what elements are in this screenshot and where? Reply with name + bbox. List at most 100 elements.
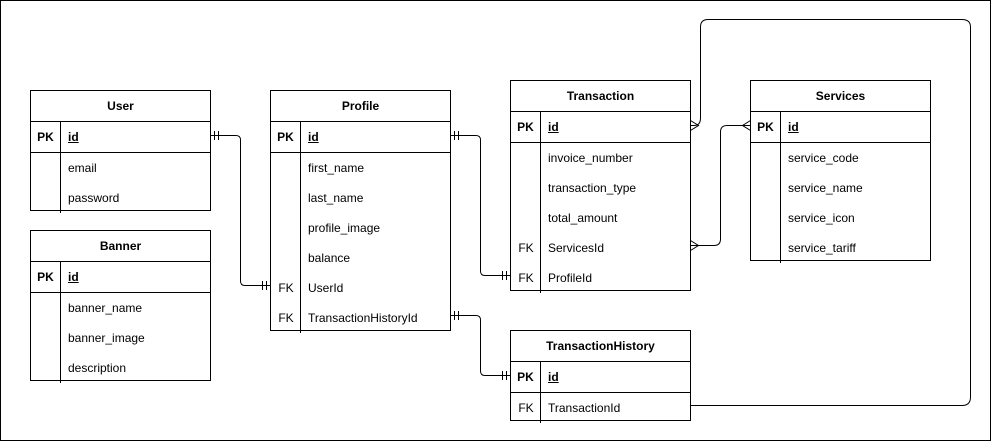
link-user-profile	[210, 135, 271, 286]
key-label: FK	[518, 241, 534, 255]
many-mark	[741, 120, 751, 131]
pk-row: PK id	[271, 122, 450, 153]
field-row: first_name	[271, 153, 450, 183]
key-label: FK	[278, 311, 294, 325]
key-label	[31, 353, 61, 383]
entity-user[interactable]: User PK id email password	[30, 90, 211, 213]
key-label	[751, 173, 781, 203]
entity-banner[interactable]: Banner PK id banner_name banner_image de…	[30, 230, 211, 383]
field-row: FK TransactionId	[511, 393, 690, 423]
link-profile-transaction	[450, 135, 511, 276]
key-label	[751, 233, 781, 263]
field-name: invoice_number	[548, 151, 633, 165]
key-label: FK	[518, 271, 534, 285]
key-label	[31, 153, 61, 183]
field-list: invoice_number transaction_type total_am…	[511, 143, 690, 293]
key-label	[271, 243, 301, 273]
key-label: PK	[271, 122, 301, 152]
entity-services[interactable]: Services PK id service_code service_name…	[750, 80, 931, 263]
field-row: email	[31, 153, 210, 183]
field-name: password	[68, 191, 120, 205]
field-row: banner_name	[31, 293, 210, 323]
link-transaction-services	[690, 125, 751, 246]
field-row: FK ServicesId	[511, 233, 690, 263]
field-row: profile_image	[271, 213, 450, 243]
field-row: banner_image	[31, 323, 210, 353]
field-name: TransactionHistoryId	[308, 311, 418, 325]
key-label: PK	[31, 262, 61, 292]
field-name: profile_image	[308, 221, 381, 235]
field-name: id	[548, 370, 559, 384]
field-name: banner_image	[68, 331, 145, 345]
key-label: FK	[278, 281, 294, 295]
key-label	[31, 293, 61, 323]
pk-row: PK id	[511, 112, 690, 143]
field-row: service_tariff	[751, 233, 930, 263]
field-name: id	[68, 130, 79, 144]
link-transactionhistory-transaction	[690, 19, 971, 406]
key-label	[511, 203, 541, 233]
link-profile-transactionhistory	[450, 315, 511, 376]
field-name: TransactionId	[548, 401, 621, 415]
many-mark	[690, 240, 700, 251]
field-name: service_name	[788, 181, 863, 195]
field-name: first_name	[308, 161, 365, 175]
key-label	[271, 213, 301, 243]
field-name: balance	[308, 251, 351, 265]
entity-profile[interactable]: Profile PK id first_name last_name profi…	[270, 90, 451, 333]
key-label: PK	[751, 112, 781, 142]
field-name: email	[68, 161, 97, 175]
key-label: FK	[518, 401, 534, 415]
field-row: password	[31, 183, 210, 213]
field-name: id	[68, 270, 79, 284]
field-name: description	[68, 361, 127, 375]
field-list: FK TransactionId	[511, 393, 690, 423]
field-row: FK TransactionHistoryId	[271, 303, 450, 333]
field-name: id	[548, 120, 559, 134]
field-name: UserId	[308, 281, 344, 295]
key-label	[511, 143, 541, 173]
key-label: PK	[31, 122, 61, 152]
pk-row: PK id	[511, 362, 690, 393]
entity-title: Services	[751, 81, 930, 112]
field-row: FK ProfileId	[511, 263, 690, 293]
entity-title: Transaction	[511, 81, 690, 112]
field-list: banner_name banner_image description	[31, 293, 210, 383]
field-name: transaction_type	[548, 181, 637, 195]
field-list: service_code service_name service_icon s…	[751, 143, 930, 263]
key-label	[751, 143, 781, 173]
field-name: service_tariff	[788, 241, 856, 255]
pk-row: PK id	[31, 262, 210, 293]
key-label	[271, 183, 301, 213]
field-row: last_name	[271, 183, 450, 213]
field-row: service_code	[751, 143, 930, 173]
entity-title: Banner	[31, 231, 210, 262]
field-list: first_name last_name profile_image balan…	[271, 153, 450, 333]
entity-transaction[interactable]: Transaction PK id invoice_number transac…	[510, 80, 691, 293]
field-row: service_icon	[751, 203, 930, 233]
key-label	[271, 153, 301, 183]
field-name: banner_name	[68, 301, 143, 315]
field-name: last_name	[308, 191, 364, 205]
key-label	[31, 323, 61, 353]
field-row: service_name	[751, 173, 930, 203]
field-list: email password	[31, 153, 210, 213]
entity-title: TransactionHistory	[511, 331, 690, 362]
field-row: invoice_number	[511, 143, 690, 173]
field-name: id	[788, 120, 799, 134]
entity-title: User	[31, 91, 210, 122]
field-row: description	[31, 353, 210, 383]
key-label	[751, 203, 781, 233]
key-label	[31, 183, 61, 213]
key-label: PK	[511, 362, 541, 392]
field-name: service_icon	[788, 211, 855, 225]
pk-row: PK id	[751, 112, 930, 143]
field-row: FK UserId	[271, 273, 450, 303]
entity-transactionhistory[interactable]: TransactionHistory PK id FK TransactionI…	[510, 330, 691, 423]
key-label: PK	[511, 112, 541, 142]
entity-title: Profile	[271, 91, 450, 122]
field-row: balance	[271, 243, 450, 273]
field-name: service_code	[788, 151, 859, 165]
field-name: total_amount	[548, 211, 618, 225]
